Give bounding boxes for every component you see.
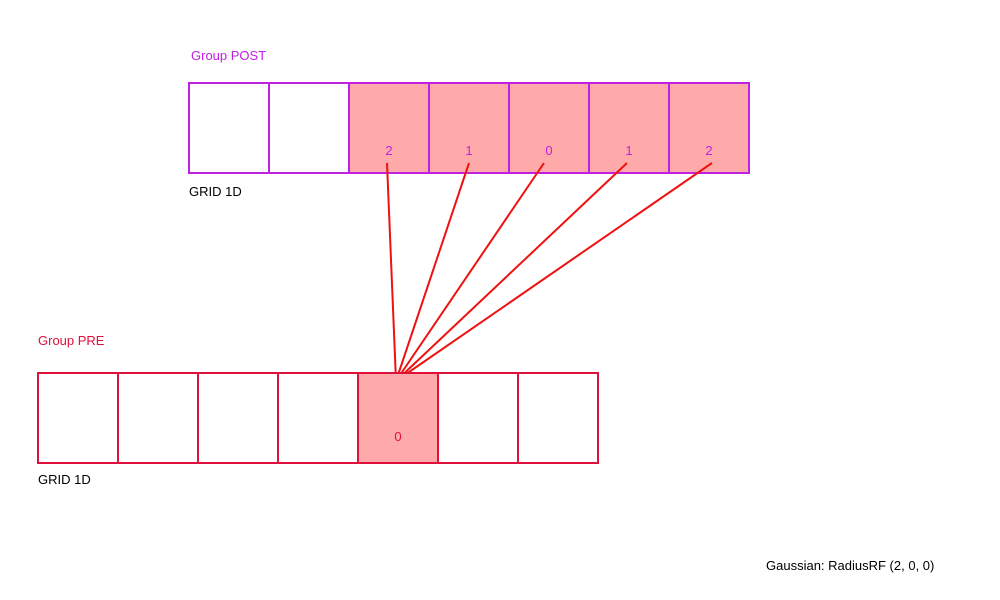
post-cell [188, 82, 270, 174]
connection-line [386, 162, 397, 382]
post-cell [588, 82, 670, 174]
pre-grid: 0 [37, 372, 599, 464]
post-cell [428, 82, 510, 174]
pre-cell [197, 372, 279, 464]
pre-cell [437, 372, 519, 464]
post-grid-label: GRID 1D [189, 184, 242, 199]
post-cell-label: 2 [385, 143, 392, 158]
pre-cell [357, 372, 439, 464]
post-cell-label: 0 [545, 143, 552, 158]
post-cell [268, 82, 350, 174]
pre-cell [117, 372, 199, 464]
pre-cell [37, 372, 119, 464]
post-cell-label: 2 [705, 143, 712, 158]
caption: Gaussian: RadiusRF (2, 0, 0) [766, 558, 934, 573]
connection-lines [386, 162, 713, 382]
post-cell-label: 1 [465, 143, 472, 158]
connection-line [395, 162, 470, 382]
post-cell [348, 82, 430, 174]
pre-cell-label: 0 [394, 429, 401, 444]
post-cell-label: 1 [625, 143, 632, 158]
post-group-title: Group POST [191, 48, 266, 63]
connection-line [395, 162, 713, 382]
post-cell [668, 82, 750, 174]
pre-cell [277, 372, 359, 464]
pre-grid-label: GRID 1D [38, 472, 91, 487]
connection-line [395, 162, 628, 382]
pre-group-title: Group PRE [38, 333, 105, 348]
pre-cell [517, 372, 599, 464]
post-cell [508, 82, 590, 174]
connection-line [395, 162, 545, 382]
post-grid: 2 1 0 1 2 [188, 82, 750, 174]
